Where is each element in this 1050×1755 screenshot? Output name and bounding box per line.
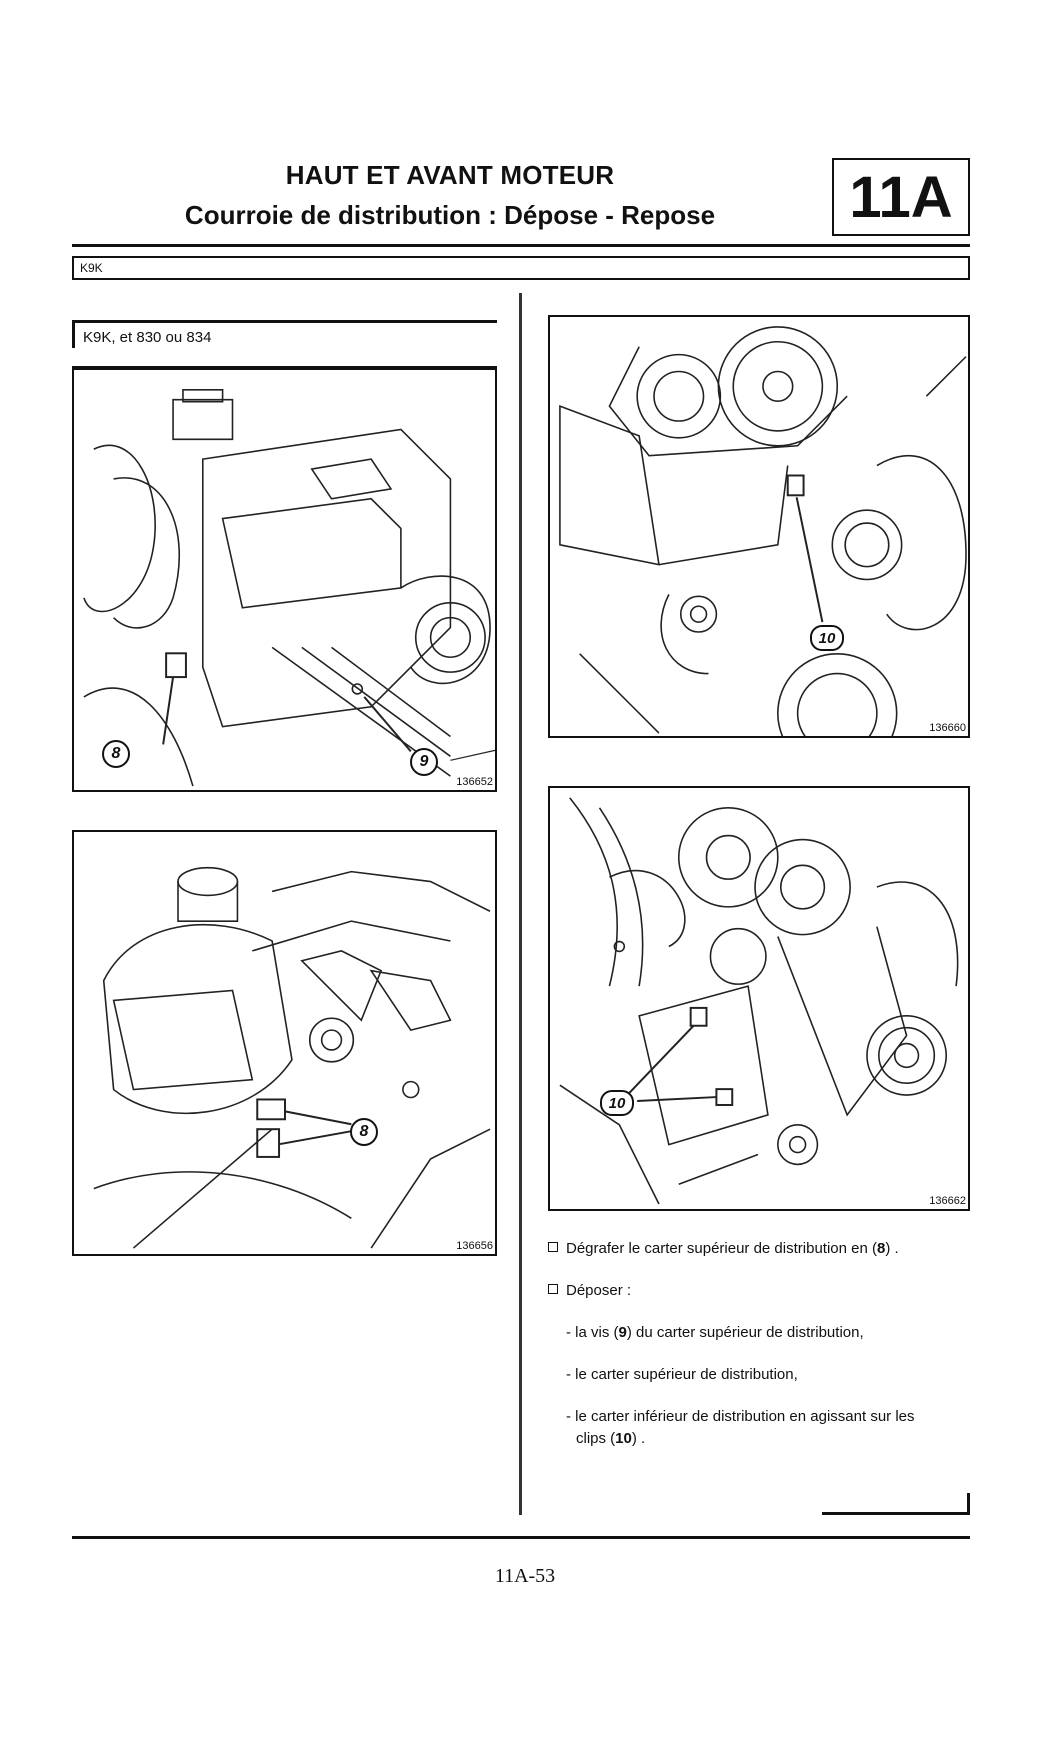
callout-label: 9 — [419, 753, 429, 770]
figure-ref: 136660 — [929, 722, 966, 734]
instruction-sub-2: - le carter supérieur de distribution, — [566, 1364, 966, 1386]
checkbox-icon — [548, 1242, 558, 1252]
section-end-marker — [822, 1493, 970, 1515]
figure-ref: 136652 — [456, 776, 493, 788]
callout-8: 8 — [350, 1118, 378, 1146]
step-text: Déposer : — [566, 1282, 632, 1299]
engine-illustration-4 — [559, 797, 959, 1205]
callout-10: 10 — [600, 1090, 634, 1116]
figure-ref: 136662 — [929, 1195, 966, 1207]
ref-number: 10 — [615, 1430, 632, 1447]
ref-number: 8 — [877, 1240, 886, 1257]
figure-2: 8 136656 — [72, 830, 497, 1256]
callout-label: 8 — [359, 1123, 369, 1140]
figure-3: 10 136660 — [548, 315, 970, 738]
column-divider — [519, 293, 522, 1515]
callout-label: 10 — [818, 629, 836, 647]
figure-1: 8 9 136652 — [72, 368, 497, 792]
callout-label: 8 — [111, 745, 121, 762]
condition-rule — [72, 366, 497, 368]
step-text: ) . — [885, 1240, 899, 1257]
step-text: ) du carter supérieur de distribution, — [626, 1324, 864, 1341]
header-rule — [72, 244, 970, 247]
engine-illustration-2 — [93, 866, 491, 1249]
engine-illustration-1 — [83, 389, 495, 787]
condition-bar: K9K, et 830 ou 834 — [72, 320, 497, 348]
engine-type-bar: K9K — [72, 256, 970, 280]
step-text: Dégrafer le carter supérieur de distribu… — [566, 1240, 877, 1257]
step-text: - la vis ( — [566, 1324, 619, 1341]
step-text-continued: clips (10) . — [566, 1428, 976, 1450]
callout-9: 9 — [410, 748, 438, 776]
callout-label: 10 — [608, 1094, 626, 1112]
ref-number: 9 — [618, 1324, 627, 1341]
engine-illustration-3 — [559, 326, 967, 736]
step-text: clips ( — [576, 1430, 616, 1447]
callout-8: 8 — [102, 740, 130, 768]
instruction-step-2: Déposer : — [548, 1280, 968, 1302]
figure-4: 10 136662 — [548, 786, 970, 1211]
section-title: HAUT ET AVANT MOTEUR — [285, 160, 615, 190]
section-subtitle: Courroie de distribution : Dépose - Repo… — [184, 200, 716, 230]
instruction-step-1: Dégrafer le carter supérieur de distribu… — [548, 1238, 978, 1260]
step-text: - le carter inférieur de distribution en… — [566, 1408, 915, 1425]
engine-type-label: K9K — [80, 261, 103, 275]
checkbox-icon — [548, 1284, 558, 1294]
section-code-box: 11A — [832, 158, 970, 236]
callout-10: 10 — [810, 625, 844, 651]
step-text: ) . — [631, 1430, 646, 1447]
figure-ref: 136656 — [456, 1240, 493, 1252]
section-code: 11A — [849, 164, 953, 230]
condition-label: K9K, et 830 ou 834 — [83, 329, 212, 346]
step-text: - le carter supérieur de distribution, — [566, 1366, 798, 1383]
instruction-sub-3: - le carter inférieur de distribution en… — [566, 1406, 976, 1450]
instruction-sub-1: - la vis (9) du carter supérieur de dist… — [566, 1322, 976, 1344]
page-number: 11A-53 — [494, 1565, 556, 1587]
footer-rule — [72, 1536, 970, 1539]
